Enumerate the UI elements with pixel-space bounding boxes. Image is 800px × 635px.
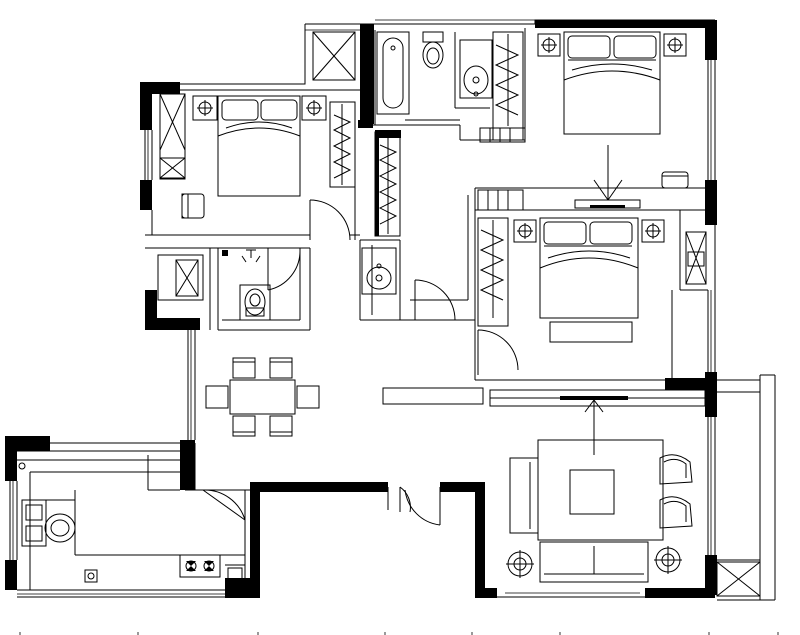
balcony [716,392,761,597]
desk-chair-master [661,171,689,189]
kitchen [18,462,243,583]
nightstand-lamp-master-1 [537,33,561,57]
nightstand-lamp-master-2 [663,33,687,57]
wardrobe-corridor [374,131,401,237]
lounge-chair-2 [659,496,693,529]
bathroom-small [157,249,271,321]
nightstand-lamp-left-2 [301,95,327,121]
toilet-top [422,31,444,69]
doors [202,199,519,526]
kitchen-sink [18,462,76,547]
nightstand-lamp-right-2 [641,219,665,243]
bedroom-right [477,217,707,343]
armchair-living [509,457,539,534]
nightstand-lamp-right-1 [513,219,537,243]
living-room [506,396,693,583]
coffee-table [569,469,615,515]
side-lamp-living-2 [654,546,682,574]
shower-head-icon [222,249,261,263]
windows [12,19,712,595]
bench-master [477,189,524,211]
side-lamp-living-1 [506,550,534,578]
three-seat-sofa [539,541,649,583]
bedroom-left [159,93,356,219]
wash-basin-top [459,39,493,99]
bedroom-master [477,31,689,211]
double-bed-left [217,95,301,197]
dining [205,357,320,437]
nightstand-lamp-left-1 [192,95,218,121]
dining-table [229,379,296,415]
tv-console-master [574,145,641,209]
lounge-chair-1 [659,454,693,485]
desk-chair-left [181,193,205,219]
tv-console-living [560,396,628,455]
wardrobe-left [329,101,356,188]
window-closet-right [685,231,707,285]
bathroom-top [312,31,493,115]
bathtub [376,31,410,115]
squat-toilet [239,284,271,321]
wardrobe-right [477,217,509,327]
gas-stove [179,554,221,578]
rug [537,439,664,541]
washroom [361,247,397,295]
double-bed-master [563,31,661,135]
double-bed-right [539,217,639,319]
walls [5,19,717,598]
wardrobe-master [479,31,526,143]
